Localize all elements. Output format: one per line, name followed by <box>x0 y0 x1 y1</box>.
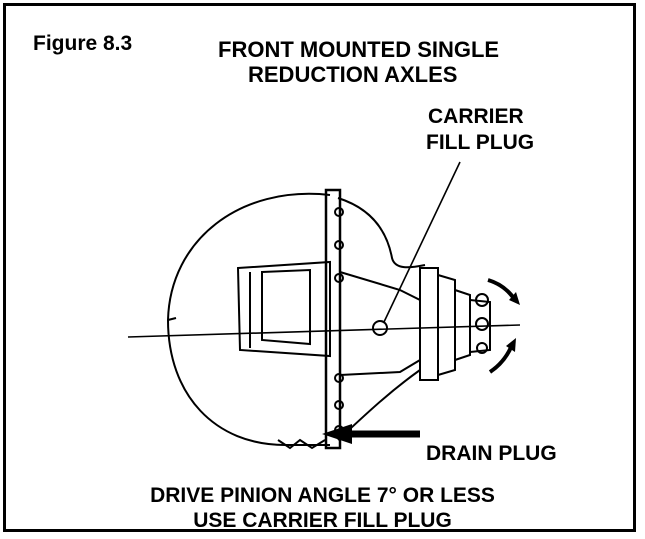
angle-arrow-up <box>487 278 517 302</box>
carrier-callout-line-2: FILL PLUG <box>426 131 535 154</box>
caption-line-2: USE CARRIER FILL PLUG <box>193 509 452 532</box>
title-line-2: REDUCTION AXLES <box>248 62 458 87</box>
drain-plug-callout: DRAIN PLUG <box>426 442 557 465</box>
fill-plug-leader <box>383 161 461 323</box>
flange-plate <box>324 188 342 450</box>
drain-plug <box>277 438 326 450</box>
left-bracket <box>236 260 331 358</box>
figure-label: Figure 8.3 <box>33 32 133 55</box>
angle-arrow-down <box>488 344 514 374</box>
centerline <box>127 324 521 338</box>
caption-line-1: DRIVE PINION ANGLE 7° OR LESS <box>150 484 495 507</box>
housing-top <box>337 197 426 269</box>
carrier-body <box>339 271 421 376</box>
fill-plug <box>372 320 388 336</box>
carrier-callout-line-1: CARRIER <box>428 105 524 128</box>
pinion-housing <box>419 267 439 381</box>
title-line-1: FRONT MOUNTED SINGLE <box>218 37 500 62</box>
